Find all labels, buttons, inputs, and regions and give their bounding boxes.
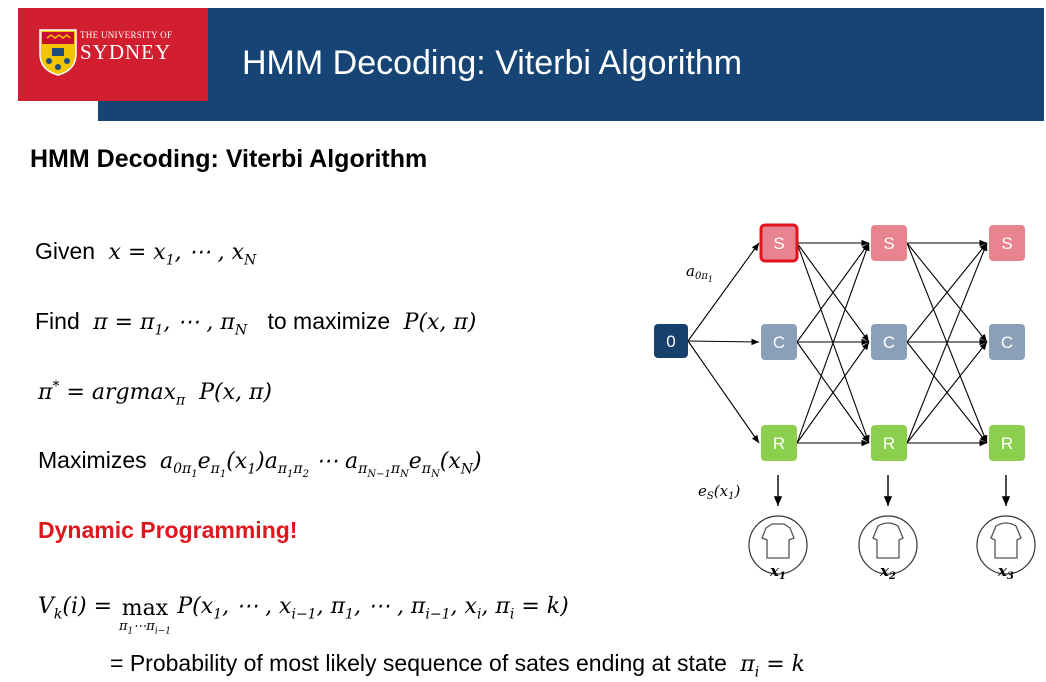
argmax-formula: π* = argmaxπ P(x, π) xyxy=(38,378,273,409)
probability-formula: πi = k xyxy=(733,652,805,681)
state-node-c: C xyxy=(761,324,797,360)
state-node-label: S xyxy=(883,234,894,253)
state-node-label: R xyxy=(1001,434,1013,453)
state-node-label: R xyxy=(773,434,785,453)
start-edge xyxy=(687,340,760,444)
observation-3: x3 xyxy=(976,515,1036,582)
viterbi-recurrence-line: Vk(i) = max π1⋯πi−1 P(x1, ⋯ , xi−1, π1, … xyxy=(38,592,569,637)
viterbi-probability: P(x1, ⋯ , xi−1, π1, ⋯ , πi−1, xi, πi = k… xyxy=(177,594,569,623)
state-node-s: S xyxy=(989,225,1025,261)
logo-text-line2: SYDNEY xyxy=(80,40,172,64)
shirt-icon xyxy=(761,523,795,559)
viterbi-formula: Vk(i) = xyxy=(38,594,119,623)
argmax-line: π* = argmaxπ P(x, π) xyxy=(38,378,273,409)
crest-icon xyxy=(39,29,77,76)
logo-text-line1: THE UNIVERSITY OF xyxy=(80,30,173,40)
trellis-edges xyxy=(687,239,988,447)
transition-label: a0π1 xyxy=(686,262,713,284)
state-node-s: S xyxy=(759,223,799,263)
start-node: 0 xyxy=(654,324,688,358)
state-node-label: S xyxy=(773,234,784,253)
observation-label: x3 xyxy=(997,562,1014,582)
maximizes-formula: a0π1eπ1(x1)aπ1π2 ⋯ aπN−1πNeπN(xN) xyxy=(153,449,482,481)
start-edge xyxy=(687,242,760,342)
header-bar xyxy=(98,8,1044,121)
state-node-label: R xyxy=(883,434,895,453)
state-node-s: S xyxy=(871,225,907,261)
observation-label: x1 xyxy=(769,562,786,582)
given-label: Given xyxy=(35,238,96,264)
observation-2: x2 xyxy=(858,515,918,582)
given-formula: x = x1, ⋯ , xN xyxy=(101,240,257,269)
transition-edge xyxy=(906,242,988,444)
state-node-label: C xyxy=(1001,333,1013,352)
find-label: Find xyxy=(35,308,80,334)
state-node-label: C xyxy=(883,333,895,352)
transition-edge xyxy=(796,242,870,343)
slide-subtitle: HMM Decoding: Viterbi Algorithm xyxy=(30,145,428,173)
maximizes-label: Maximizes xyxy=(38,447,147,473)
find-mid: to maximize xyxy=(267,308,391,334)
start-node-label: 0 xyxy=(666,332,675,351)
transition-edge xyxy=(796,341,870,444)
find-formula: π = π1, ⋯ , πN xyxy=(86,310,248,339)
state-node-label: C xyxy=(773,333,785,352)
probability-line: = Probability of most likely sequence of… xyxy=(110,650,805,680)
observations: x1 x2 x3 xyxy=(748,515,1036,582)
emission-arrows xyxy=(773,475,1011,506)
university-logo: THE UNIVERSITY OF SYDNEY xyxy=(18,8,208,101)
probability-text: = Probability of most likely sequence of… xyxy=(110,650,727,676)
hoodie-icon xyxy=(990,522,1022,559)
state-node-r: R xyxy=(871,425,907,461)
observation-label: x2 xyxy=(879,562,896,582)
transition-edge xyxy=(906,341,988,444)
state-node-label: S xyxy=(1001,234,1012,253)
observation-1: x1 xyxy=(748,515,808,582)
start-edge xyxy=(687,338,760,346)
emission-label: eS(x1) xyxy=(698,482,740,502)
find-objective: P(x, π) xyxy=(396,310,477,335)
state-node-c: C xyxy=(989,324,1025,360)
hoodie-icon xyxy=(872,522,904,559)
state-node-r: R xyxy=(989,425,1025,461)
hmm-trellis-diagram: 0 S C R S C R S C R a0π1 eS(x1) x1 x2 x3 xyxy=(654,223,1036,582)
state-nodes: S C R S C R S C R xyxy=(759,223,1025,461)
given-line: Given x = x1, ⋯ , xN xyxy=(35,238,256,268)
state-node-c: C xyxy=(871,324,907,360)
find-line: Find π = π1, ⋯ , πN to maximize P(x, π) xyxy=(35,308,476,338)
max-operator: max π1⋯πi−1 xyxy=(119,596,171,637)
maximizes-line: Maximizes a0π1eπ1(x1)aπ1π2 ⋯ aπN−1πNeπN(… xyxy=(38,447,482,480)
transition-edge xyxy=(906,242,988,343)
header-title: HMM Decoding: Viterbi Algorithm xyxy=(242,44,743,82)
dynamic-programming-heading: Dynamic Programming! xyxy=(38,517,298,543)
state-node-r: R xyxy=(761,425,797,461)
transition-edge xyxy=(796,242,870,444)
